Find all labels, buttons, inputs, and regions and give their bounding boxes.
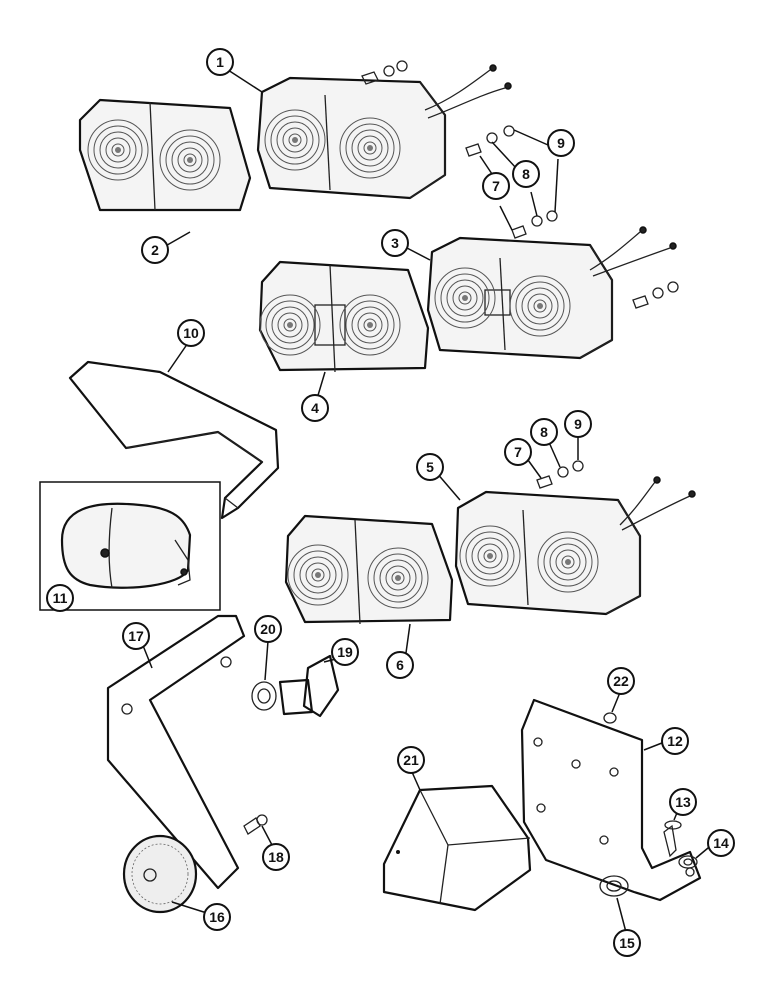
svg-text:2: 2 bbox=[151, 242, 159, 258]
svg-text:18: 18 bbox=[268, 849, 284, 865]
part-15-grommet bbox=[599, 875, 629, 897]
svg-text:8: 8 bbox=[540, 424, 548, 440]
callout-9-upper: 9 bbox=[547, 129, 575, 157]
svg-text:7: 7 bbox=[514, 444, 522, 460]
callout-16: 16 bbox=[203, 903, 231, 931]
callout-9-lower: 9 bbox=[564, 410, 592, 438]
svg-text:1: 1 bbox=[216, 54, 224, 70]
part-5-lamp-housing bbox=[454, 476, 696, 616]
svg-text:8: 8 bbox=[522, 166, 530, 182]
svg-text:21: 21 bbox=[403, 752, 419, 768]
part-16-reflector bbox=[122, 834, 198, 914]
callout-20: 20 bbox=[254, 615, 282, 643]
callout-10: 10 bbox=[177, 319, 205, 347]
part-22-grommet bbox=[603, 712, 617, 724]
part-13-bolt bbox=[663, 820, 682, 858]
part-10-cover bbox=[68, 360, 280, 520]
callout-3: 3 bbox=[381, 229, 409, 257]
svg-text:6: 6 bbox=[396, 657, 404, 673]
svg-text:12: 12 bbox=[667, 733, 683, 749]
callout-8-upper: 8 bbox=[512, 160, 540, 188]
svg-text:10: 10 bbox=[183, 325, 199, 341]
callout-11: 11 bbox=[46, 584, 74, 612]
svg-text:13: 13 bbox=[675, 794, 691, 810]
part-14-nut bbox=[678, 855, 698, 869]
svg-text:9: 9 bbox=[557, 135, 565, 151]
part-20-washer bbox=[251, 681, 277, 711]
callout-8-lower: 8 bbox=[530, 418, 558, 446]
part-4-lens bbox=[258, 260, 430, 373]
svg-text:16: 16 bbox=[209, 909, 225, 925]
callout-4: 4 bbox=[301, 394, 329, 422]
hardware-screw-set-1 bbox=[361, 60, 408, 85]
callout-13: 13 bbox=[669, 788, 697, 816]
hardware-7-8-9-upper bbox=[465, 125, 558, 239]
callout-1: 1 bbox=[206, 48, 234, 76]
svg-text:22: 22 bbox=[613, 673, 629, 689]
callout-2: 2 bbox=[141, 236, 169, 264]
svg-text:11: 11 bbox=[53, 590, 68, 606]
svg-text:20: 20 bbox=[260, 621, 276, 637]
callout-19: 19 bbox=[331, 638, 359, 666]
callout-15: 15 bbox=[613, 929, 641, 957]
svg-text:3: 3 bbox=[391, 235, 399, 251]
callout-22: 22 bbox=[607, 667, 635, 695]
callout-5: 5 bbox=[416, 453, 444, 481]
svg-text:9: 9 bbox=[574, 416, 582, 432]
part-1-lamp-housing bbox=[256, 60, 512, 200]
svg-text:19: 19 bbox=[337, 644, 353, 660]
part-19-bolt bbox=[278, 654, 340, 718]
svg-text:14: 14 bbox=[713, 835, 729, 851]
svg-text:7: 7 bbox=[492, 178, 500, 194]
svg-text:4: 4 bbox=[311, 400, 319, 416]
svg-text:15: 15 bbox=[619, 935, 635, 951]
callout-14: 14 bbox=[707, 829, 735, 857]
hardware-7-8-9-lower bbox=[536, 460, 584, 489]
part-6-lens bbox=[284, 514, 454, 625]
svg-text:17: 17 bbox=[128, 628, 144, 644]
part-3-lamp-housing bbox=[426, 226, 679, 360]
callout-7-upper: 7 bbox=[482, 172, 510, 200]
leader-lines bbox=[141, 69, 715, 937]
callout-6: 6 bbox=[386, 651, 414, 679]
part-21-lamp-cover bbox=[382, 784, 532, 912]
callout-12: 12 bbox=[661, 727, 689, 755]
part-11-marker-lamp bbox=[39, 481, 221, 611]
part-17-bracket bbox=[106, 614, 246, 890]
part-18-screw bbox=[243, 814, 268, 835]
callout-7-lower: 7 bbox=[504, 438, 532, 466]
svg-text:5: 5 bbox=[426, 459, 434, 475]
callout-21: 21 bbox=[397, 746, 425, 774]
part-2-lens bbox=[78, 98, 252, 212]
callout-17: 17 bbox=[122, 622, 150, 650]
callout-18: 18 bbox=[262, 843, 290, 871]
